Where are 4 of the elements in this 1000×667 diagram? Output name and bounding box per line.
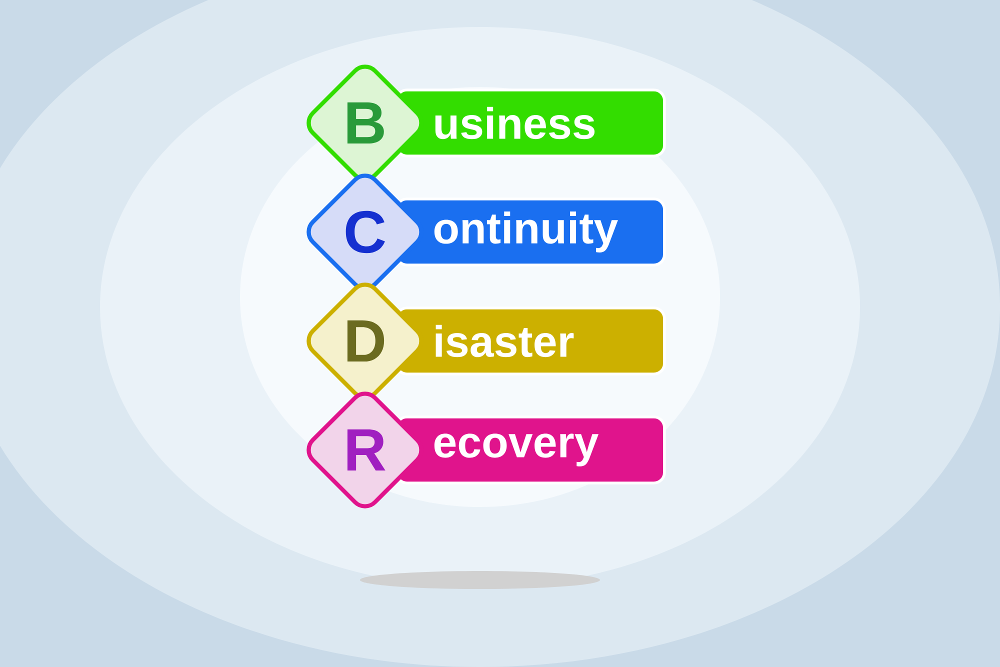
word-bar: isaster <box>395 306 666 376</box>
word-bar: usiness <box>395 88 666 158</box>
word-bar: ecovery <box>395 416 666 484</box>
word-bar: ontinuity <box>395 198 666 266</box>
